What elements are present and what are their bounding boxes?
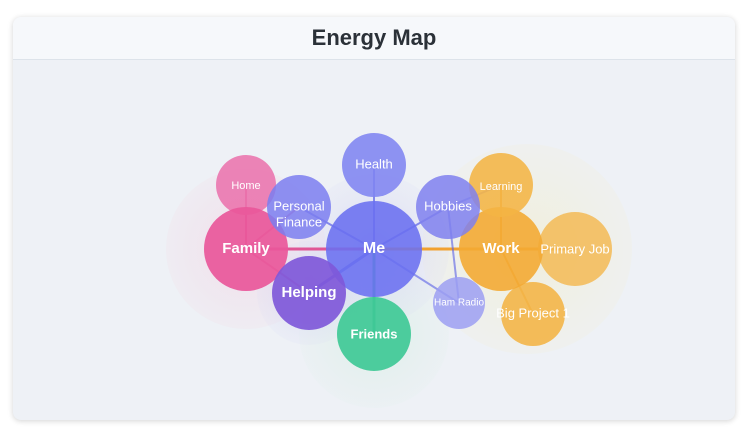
friends-label: Friends <box>351 326 398 341</box>
me-label: Me <box>363 240 385 257</box>
work-label: Work <box>482 240 520 257</box>
health-node[interactable] <box>342 133 406 197</box>
ham-radio-label: Ham Radio <box>434 298 484 309</box>
learning-label: Learning <box>480 181 523 193</box>
friends-node[interactable] <box>337 297 411 371</box>
personal-finance-label-line1: Personal <box>273 198 324 213</box>
energy-map-diagram: Me Family Home Personal Finance Health H… <box>166 133 632 408</box>
big-project-label: Big Project 1 <box>496 305 570 320</box>
hobbies-label: Hobbies <box>424 198 472 213</box>
page-title: Energy Map <box>311 25 437 50</box>
health-label: Health <box>355 156 393 171</box>
personal-finance-node[interactable] <box>267 175 331 239</box>
primary-job-label: Primary Job <box>540 241 609 256</box>
home-label: Home <box>231 180 260 192</box>
energy-map-card: Energy Map <box>13 17 735 420</box>
work-node[interactable] <box>459 207 543 291</box>
nodes <box>204 133 612 371</box>
learning-node[interactable] <box>469 153 533 217</box>
helping-node[interactable] <box>272 256 346 330</box>
home-node[interactable] <box>216 155 276 215</box>
hobbies-node[interactable] <box>416 175 480 239</box>
big-project-node[interactable] <box>501 282 565 346</box>
header-bar: Energy Map <box>13 17 735 60</box>
family-label: Family <box>222 240 270 257</box>
primary-job-node[interactable] <box>538 212 612 286</box>
me-node[interactable] <box>326 201 422 297</box>
ham-radio-node[interactable] <box>433 277 485 329</box>
personal-finance-label-line2: Finance <box>276 214 322 229</box>
labels: Me Family Home Personal Finance Health H… <box>222 156 609 341</box>
family-node[interactable] <box>204 207 288 291</box>
helping-label: Helping <box>282 284 337 301</box>
